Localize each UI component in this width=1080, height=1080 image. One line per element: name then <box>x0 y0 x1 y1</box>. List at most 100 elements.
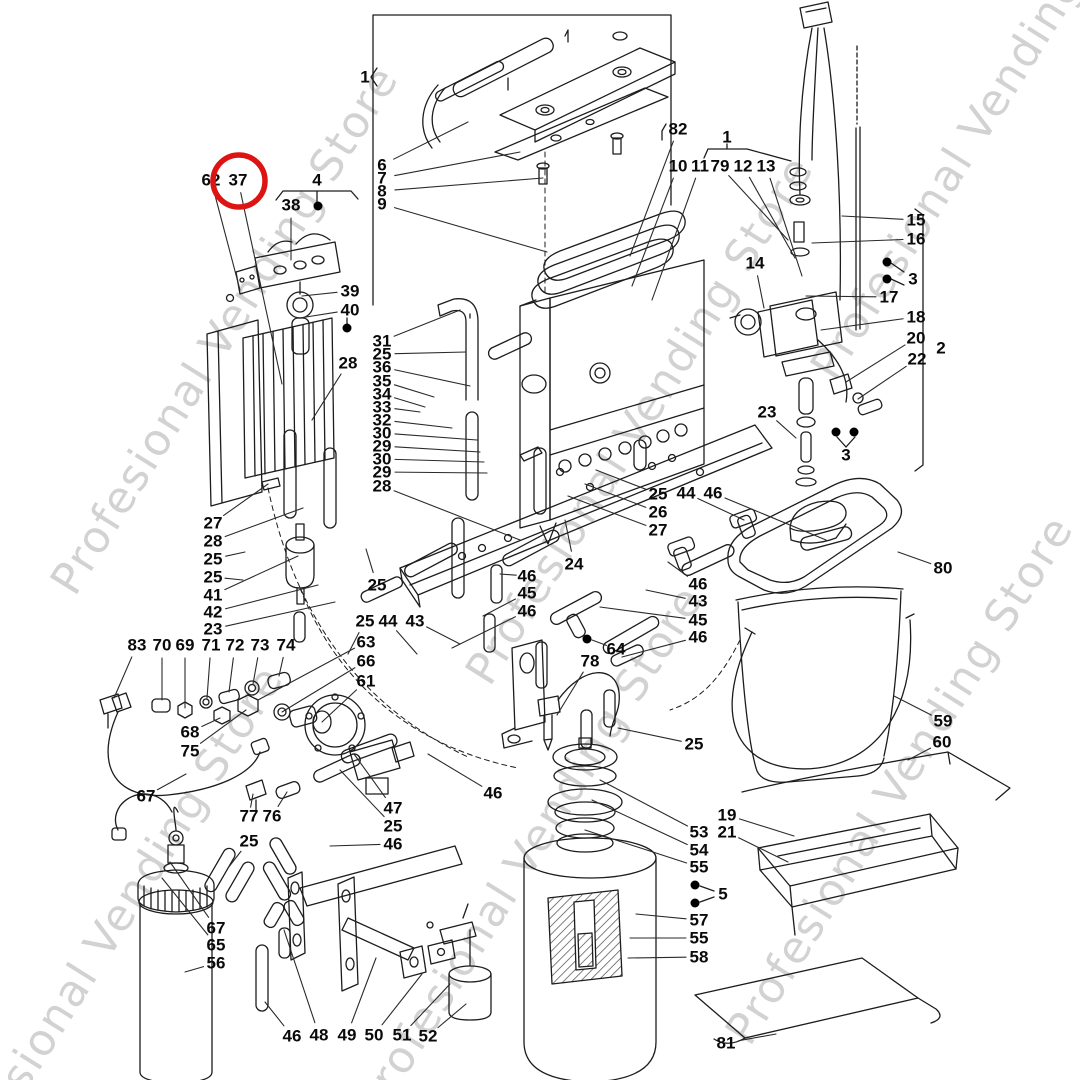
part-label-41: 41 <box>203 585 223 605</box>
part-label-49: 49 <box>337 1025 357 1045</box>
group-dot <box>849 427 859 437</box>
part-label-2: 2 <box>936 338 946 358</box>
part-label-67: 67 <box>206 918 226 938</box>
part-label-28: 28 <box>338 353 358 373</box>
part-label-25: 25 <box>355 611 375 631</box>
part-label-25: 25 <box>239 831 259 851</box>
part-label-42: 42 <box>203 602 223 622</box>
part-label-82: 82 <box>668 119 688 139</box>
part-label-63: 63 <box>356 632 376 652</box>
group-dot <box>882 274 892 284</box>
leader-lines <box>113 121 932 1042</box>
part-label-29: 29 <box>372 436 392 456</box>
part-label-77: 77 <box>239 806 259 826</box>
pump-heat-exchanger <box>206 233 341 643</box>
part-label-21: 21 <box>717 822 737 842</box>
part-label-23: 23 <box>203 619 223 639</box>
part-label-60: 60 <box>932 732 952 752</box>
part-label-35: 35 <box>372 371 392 391</box>
part-label-37: 37 <box>228 170 248 190</box>
pump-valve-cluster <box>304 693 415 795</box>
part-label-30: 30 <box>372 449 392 469</box>
part-label-75: 75 <box>180 741 200 761</box>
part-label-31: 31 <box>372 331 392 351</box>
part-label-69: 69 <box>175 635 195 655</box>
part-label-52: 52 <box>418 1026 438 1046</box>
part-label-80: 80 <box>933 558 953 578</box>
part-label-62: 62 <box>201 170 221 190</box>
group-dot <box>342 323 352 333</box>
part-label-29: 29 <box>372 462 392 482</box>
part-label-53: 53 <box>689 822 709 842</box>
base-tray <box>399 424 773 608</box>
part-label-61: 61 <box>356 671 376 691</box>
part-label-39: 39 <box>340 281 360 301</box>
bucket <box>731 586 915 783</box>
solenoid-valve-assembly <box>729 1 883 487</box>
part-label-45: 45 <box>688 610 708 630</box>
part-label-74: 74 <box>276 635 296 655</box>
drip-tray <box>757 813 959 908</box>
part-label-8: 8 <box>377 181 387 201</box>
part-label-51: 51 <box>392 1025 412 1045</box>
part-label-13: 13 <box>756 156 776 176</box>
part-label-46: 46 <box>703 483 723 503</box>
part-label-9: 9 <box>377 194 387 214</box>
part-label-58: 58 <box>689 947 709 967</box>
part-label-67: 67 <box>136 786 156 806</box>
part-label-3: 3 <box>841 445 851 465</box>
part-label-44: 44 <box>378 611 398 631</box>
part-label-64: 64 <box>606 639 626 659</box>
part-label-36: 36 <box>372 357 392 377</box>
part-label-1: 1 <box>722 127 732 147</box>
group-dot <box>313 201 323 211</box>
part-label-18: 18 <box>906 307 926 327</box>
capacitor-assembly <box>426 903 492 1021</box>
part-label-79: 79 <box>710 156 730 176</box>
part-label-66: 66 <box>356 651 376 671</box>
part-label-78: 78 <box>580 651 600 671</box>
part-label-32: 32 <box>372 410 392 430</box>
part-label-7: 7 <box>377 168 387 188</box>
part-label-19: 19 <box>717 805 737 825</box>
tubes-and-fittings <box>99 411 853 1012</box>
part-label-20: 20 <box>906 328 926 348</box>
part-label-25: 25 <box>684 734 704 754</box>
part-label-16: 16 <box>906 229 926 249</box>
part-label-17: 17 <box>879 287 899 307</box>
part-label-81: 81 <box>716 1033 736 1053</box>
part-label-46: 46 <box>483 783 503 803</box>
part-label-25: 25 <box>383 816 403 836</box>
part-label-11: 11 <box>691 156 709 176</box>
part-label-48: 48 <box>309 1025 329 1045</box>
part-label-1: 1 <box>360 67 370 87</box>
group-dots <box>313 201 892 908</box>
part-label-28: 28 <box>372 476 392 496</box>
part-label-59: 59 <box>933 711 953 731</box>
group-dot <box>831 427 841 437</box>
part-label-56: 56 <box>206 953 226 973</box>
part-label-55: 55 <box>689 857 709 877</box>
part-label-25: 25 <box>203 549 223 569</box>
part-label-65: 65 <box>206 935 226 955</box>
part-label-28: 28 <box>203 531 223 551</box>
part-label-73: 73 <box>250 635 270 655</box>
part-label-27: 27 <box>203 513 223 533</box>
part-label-25: 25 <box>203 567 223 587</box>
part-label-45: 45 <box>517 583 537 603</box>
part-label-43: 43 <box>405 611 425 631</box>
part-label-43: 43 <box>688 591 708 611</box>
part-label-23: 23 <box>757 402 777 422</box>
part-label-46: 46 <box>517 601 537 621</box>
part-label-25: 25 <box>648 484 668 504</box>
part-label-33: 33 <box>372 397 392 417</box>
part-label-25: 25 <box>372 344 392 364</box>
part-label-68: 68 <box>180 722 200 742</box>
part-label-44: 44 <box>676 483 696 503</box>
part-label-30: 30 <box>372 423 392 443</box>
part-label-50: 50 <box>364 1025 384 1045</box>
part-label-70: 70 <box>152 635 172 655</box>
part-label-54: 54 <box>689 840 709 860</box>
